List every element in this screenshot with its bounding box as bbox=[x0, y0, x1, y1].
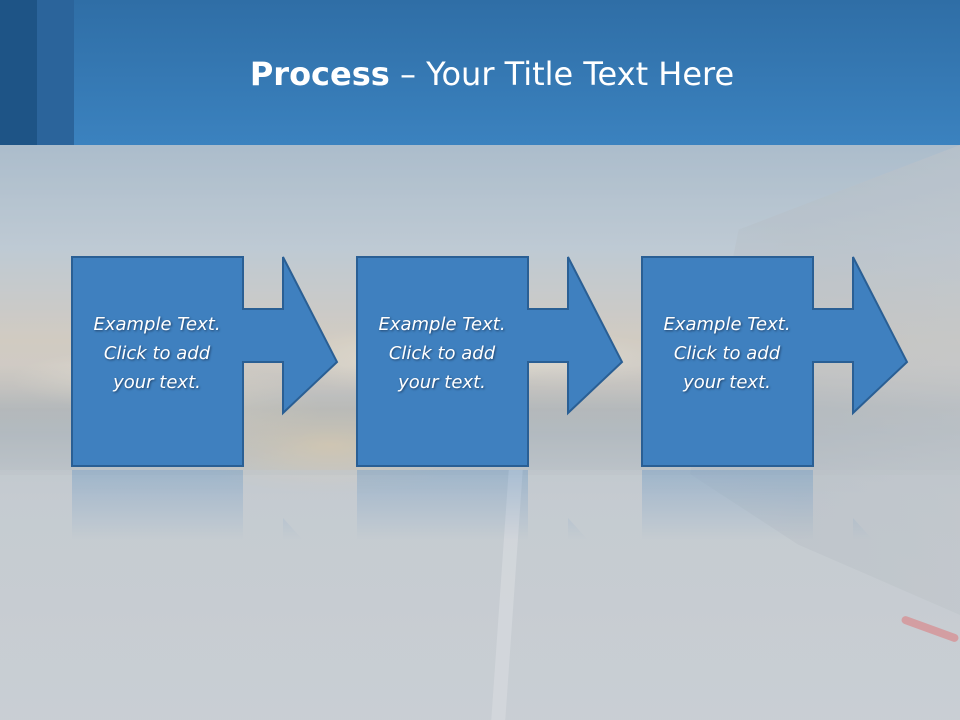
process-step-2-line-1: Example Text. bbox=[378, 314, 506, 335]
process-step-2[interactable]: Example Text. Click to add your text. bbox=[356, 256, 626, 468]
process-step-2-line-2: Click to add bbox=[388, 343, 496, 364]
process-step-3-text: Example Text. Click to add your text. bbox=[641, 310, 813, 397]
title-bar bbox=[0, 0, 960, 145]
process-step-1-text: Example Text. Click to add your text. bbox=[71, 310, 243, 397]
process-step-3-shape bbox=[641, 256, 909, 467]
process-step-3-line-1: Example Text. bbox=[663, 314, 791, 335]
process-step-2-shape bbox=[356, 256, 624, 467]
process-step-3[interactable]: Example Text. Click to add your text. bbox=[641, 256, 911, 468]
slide-title[interactable]: Process – Your Title Text Here bbox=[74, 52, 910, 96]
process-step-3-reflection bbox=[641, 470, 911, 540]
process-step-1-line-2: Click to add bbox=[103, 343, 211, 364]
process-step-2-line-3: your text. bbox=[398, 372, 486, 393]
slide-title-rest: – Your Title Text Here bbox=[389, 55, 735, 93]
title-bar-accent-dark bbox=[0, 0, 37, 145]
process-step-2-reflection bbox=[356, 470, 626, 540]
process-step-1-reflection bbox=[71, 470, 341, 540]
slide-title-bold: Process bbox=[249, 55, 390, 93]
process-step-1-line-3: your text. bbox=[113, 372, 201, 393]
process-step-3-line-3: your text. bbox=[683, 372, 771, 393]
process-step-1-line-1: Example Text. bbox=[93, 314, 221, 335]
title-bar-accent-light bbox=[37, 0, 74, 145]
process-step-2-text: Example Text. Click to add your text. bbox=[356, 310, 528, 397]
process-step-1[interactable]: Example Text. Click to add your text. bbox=[71, 256, 341, 468]
process-step-3-line-2: Click to add bbox=[673, 343, 781, 364]
process-step-1-shape bbox=[71, 256, 339, 467]
